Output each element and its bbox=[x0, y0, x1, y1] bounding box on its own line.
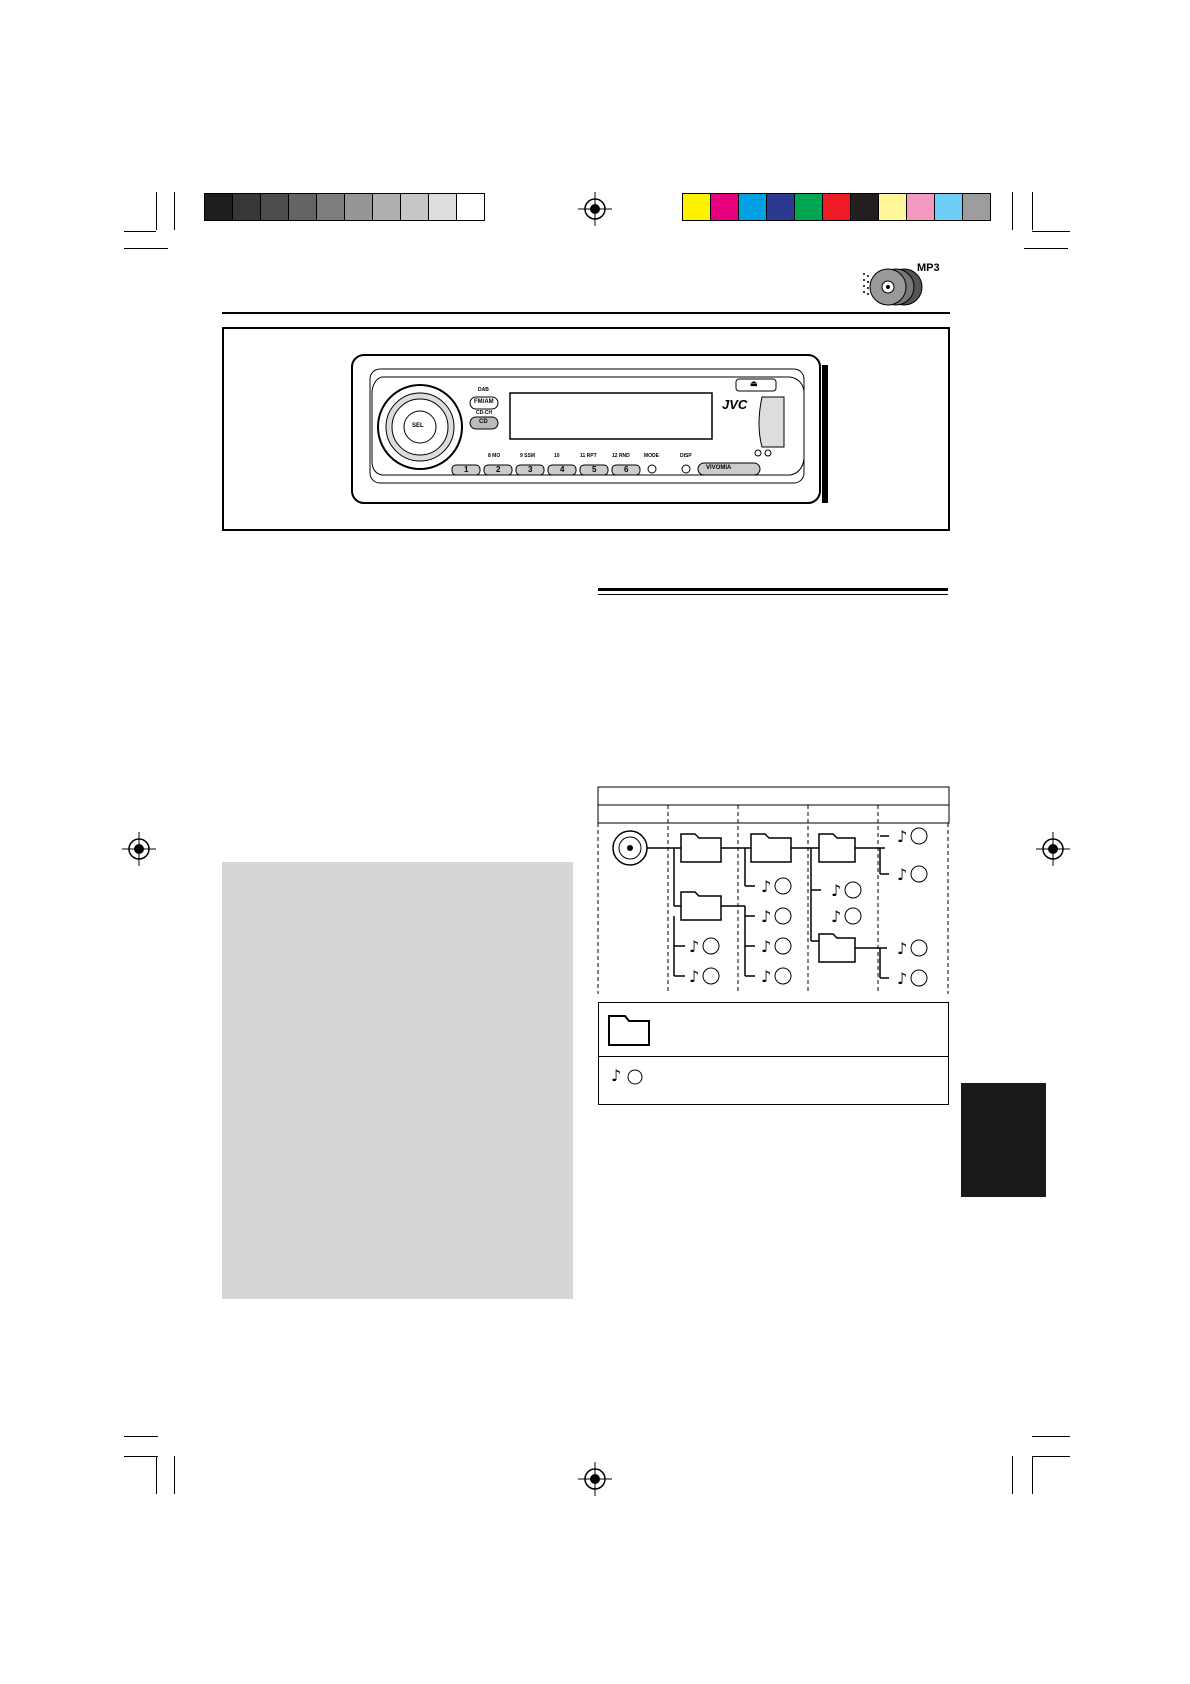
preset-button-5[interactable]: 5 bbox=[592, 465, 597, 474]
svg-text:♪: ♪ bbox=[611, 1066, 621, 1085]
process-color-bar bbox=[682, 193, 991, 221]
svg-text:♪: ♪ bbox=[897, 939, 907, 958]
mode-button-label: MODE bbox=[644, 453, 659, 459]
mp3-badge-label: MP3 bbox=[917, 262, 940, 274]
fm-am-button[interactable]: FM/AM bbox=[474, 399, 494, 405]
crop-mark bbox=[124, 231, 156, 232]
device-illustration-panel: JVC FM/AM CD SEL DAB CD-CH MODE DISP VIV… bbox=[222, 327, 950, 531]
svg-text:♪: ♪ bbox=[761, 877, 771, 896]
folder-icon bbox=[680, 833, 856, 963]
vivomia-button[interactable]: VIVOMIA bbox=[706, 465, 732, 471]
crop-mark bbox=[124, 1436, 158, 1437]
section-rule-thick bbox=[598, 588, 948, 591]
color-swatch bbox=[261, 194, 289, 220]
brand-logo: JVC bbox=[722, 397, 748, 412]
folder-icon bbox=[608, 1015, 650, 1046]
eject-button[interactable]: ⏏ bbox=[750, 379, 758, 388]
color-swatch bbox=[851, 194, 879, 220]
color-swatch bbox=[767, 194, 795, 220]
sel-button[interactable]: SEL bbox=[412, 423, 424, 429]
color-swatch bbox=[823, 194, 851, 220]
mp3-file-icon bbox=[702, 827, 928, 987]
color-swatch bbox=[879, 194, 907, 220]
crop-mark bbox=[1012, 1456, 1013, 1494]
preset-button-3[interactable]: 3 bbox=[528, 465, 533, 474]
preset-button-6[interactable]: 6 bbox=[624, 465, 629, 474]
color-swatch bbox=[233, 194, 261, 220]
crop-mark bbox=[1024, 248, 1068, 249]
crop-mark bbox=[1012, 192, 1013, 230]
preset-button-4[interactable]: 4 bbox=[560, 465, 565, 474]
color-swatch bbox=[289, 194, 317, 220]
crop-mark bbox=[174, 1456, 175, 1494]
svg-text:♪: ♪ bbox=[831, 881, 841, 900]
registration-mark-icon bbox=[1036, 832, 1070, 866]
disp-button-label: DISP bbox=[680, 453, 692, 459]
preset-label: 8 MO bbox=[488, 453, 501, 459]
color-swatch bbox=[963, 194, 990, 220]
svg-text:♪: ♪ bbox=[761, 937, 771, 956]
car-stereo-illustration bbox=[351, 354, 828, 504]
color-swatch bbox=[711, 194, 739, 220]
preset-button-2[interactable]: 2 bbox=[496, 465, 501, 474]
crop-mark bbox=[1032, 1436, 1070, 1437]
svg-text:♪: ♪ bbox=[897, 827, 907, 846]
mp3-file-icon: ♪ bbox=[611, 1066, 643, 1085]
crop-mark bbox=[1032, 1456, 1033, 1494]
svg-text:♪: ♪ bbox=[897, 969, 907, 988]
color-swatch bbox=[205, 194, 233, 220]
svg-text:♪: ♪ bbox=[831, 907, 841, 926]
color-swatch bbox=[345, 194, 373, 220]
section-rule-thin bbox=[598, 594, 948, 595]
color-swatch bbox=[457, 194, 484, 220]
svg-text:♪: ♪ bbox=[761, 967, 771, 986]
registration-mark-icon bbox=[122, 832, 156, 866]
svg-text:♪: ♪ bbox=[689, 967, 699, 986]
svg-text:♪: ♪ bbox=[761, 907, 771, 926]
color-swatch bbox=[429, 194, 457, 220]
color-swatch bbox=[907, 194, 935, 220]
crop-mark bbox=[1032, 231, 1070, 232]
preset-label: 9 SSM bbox=[520, 453, 536, 459]
preset-button-1[interactable]: 1 bbox=[464, 465, 469, 474]
crop-mark bbox=[174, 192, 175, 230]
header-rule bbox=[222, 312, 950, 314]
color-swatch bbox=[795, 194, 823, 220]
preset-label: 10 bbox=[554, 453, 560, 459]
crop-mark bbox=[156, 192, 157, 230]
mp3-disc-icon bbox=[863, 268, 923, 306]
crop-mark bbox=[124, 1456, 158, 1457]
preset-label: 11 RPT bbox=[580, 453, 597, 459]
legend-divider bbox=[599, 1056, 948, 1057]
color-swatch bbox=[401, 194, 429, 220]
color-swatch bbox=[683, 194, 711, 220]
crop-mark bbox=[124, 248, 168, 249]
gray-scale-bar bbox=[204, 193, 485, 221]
crop-mark bbox=[1032, 192, 1033, 230]
dab-label: DAB bbox=[478, 387, 489, 393]
registration-mark-icon bbox=[578, 192, 612, 226]
note-box bbox=[222, 862, 573, 1299]
crop-mark bbox=[1032, 1456, 1070, 1457]
preset-label: 12 RND bbox=[612, 453, 630, 459]
folder-tree-diagram: ♪ ♪ ♪ ♪ ♪ ♪ ♪ ♪ ♪ ♪ ♪ ♪ bbox=[597, 786, 950, 994]
language-tab bbox=[961, 1083, 1046, 1197]
disc-icon bbox=[612, 830, 648, 866]
diagram-legend: ♪ bbox=[598, 1002, 949, 1105]
crop-mark bbox=[156, 1456, 157, 1494]
color-swatch bbox=[739, 194, 767, 220]
color-swatch bbox=[935, 194, 963, 220]
svg-text:♪: ♪ bbox=[897, 865, 907, 884]
color-swatch bbox=[373, 194, 401, 220]
cd-button[interactable]: CD bbox=[479, 419, 488, 425]
registration-mark-icon bbox=[578, 1462, 612, 1496]
cd-ch-label: CD-CH bbox=[476, 410, 493, 416]
svg-text:♪: ♪ bbox=[689, 937, 699, 956]
color-swatch bbox=[317, 194, 345, 220]
